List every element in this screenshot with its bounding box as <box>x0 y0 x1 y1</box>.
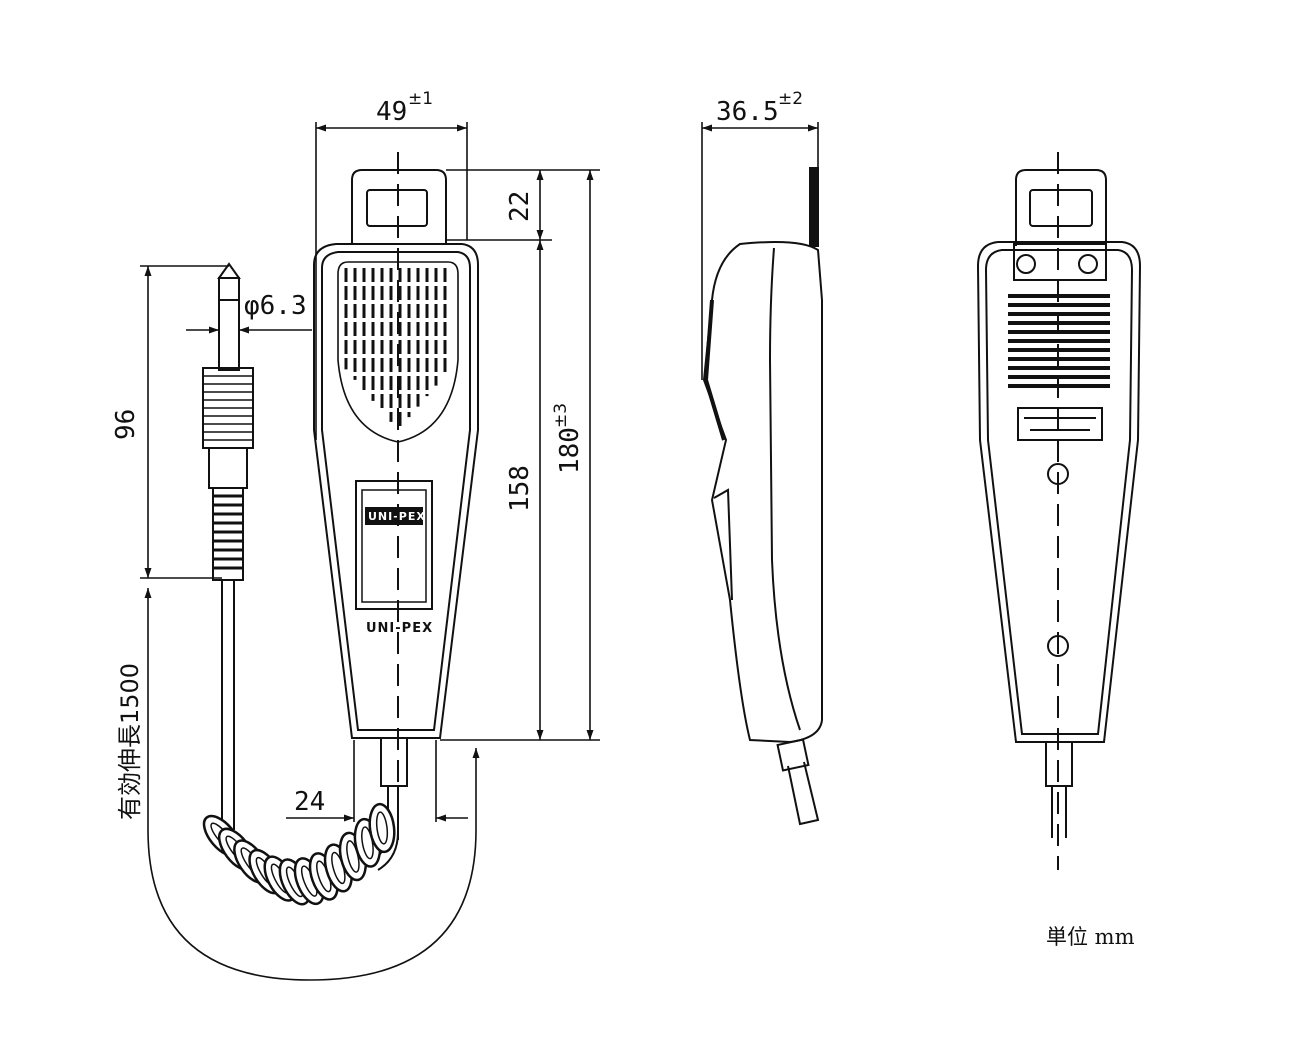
side-grille <box>703 299 726 441</box>
switch-label-box <box>365 507 423 525</box>
body-length-dimension: 158 <box>505 465 535 512</box>
grille-pattern <box>344 268 447 428</box>
switch-label: UNI-PEX <box>368 510 426 523</box>
side-cord <box>787 761 820 826</box>
dimension-lines <box>140 122 819 981</box>
back-body-inner <box>984 249 1134 735</box>
rating-label <box>1017 407 1103 441</box>
back-hanger-plate <box>1013 243 1107 281</box>
plug-diameter-dimension: φ6.3 <box>244 291 307 321</box>
cord-length-dimension: 有効伸長1500 <box>116 663 144 820</box>
side-view <box>702 167 823 826</box>
side-body-outer <box>702 241 823 744</box>
plug-sleeve <box>208 447 248 489</box>
talk-switch <box>355 480 433 610</box>
width-dimension: 49 <box>376 97 407 127</box>
plug-boot-rings <box>203 375 253 570</box>
mic-body-inner <box>321 251 471 731</box>
plug-length-dimension: 96 <box>111 409 141 440</box>
rating-label-text <box>1024 417 1096 431</box>
side-hanger <box>809 167 819 247</box>
screw-left-icon <box>1016 254 1036 274</box>
back-view <box>976 169 1142 838</box>
depth-tolerance: ±2 <box>778 89 803 109</box>
back-body-outline <box>976 241 1142 743</box>
depth-dimension: 36.5 <box>716 97 779 127</box>
back-speaker-slots <box>1008 294 1110 388</box>
screw-right-icon <box>1078 254 1098 274</box>
side-switch <box>713 488 733 601</box>
plug-boot <box>212 487 244 581</box>
talk-switch-inner <box>361 489 427 603</box>
unit-note: 単位 mm <box>1046 925 1135 949</box>
front-view <box>313 169 479 787</box>
cord-coil-inner <box>375 811 389 845</box>
cord-spacing-dimension: 24 <box>294 787 325 817</box>
total-length-dimension: 180 <box>555 427 585 474</box>
total-length-tolerance: ±3 <box>551 403 571 428</box>
back-hanger-loop <box>1015 169 1107 246</box>
side-strain-relief <box>776 738 810 772</box>
side-body-inner <box>768 247 801 731</box>
coiled-cord <box>202 802 396 906</box>
plug-shaft <box>218 277 240 371</box>
cord-strain-relief <box>380 737 408 787</box>
width-tolerance: ±1 <box>408 89 433 109</box>
brand-label: UNI-PEX <box>366 621 433 636</box>
back-hanger-hole <box>1029 189 1093 227</box>
hanger-height-dimension: 22 <box>505 191 535 222</box>
